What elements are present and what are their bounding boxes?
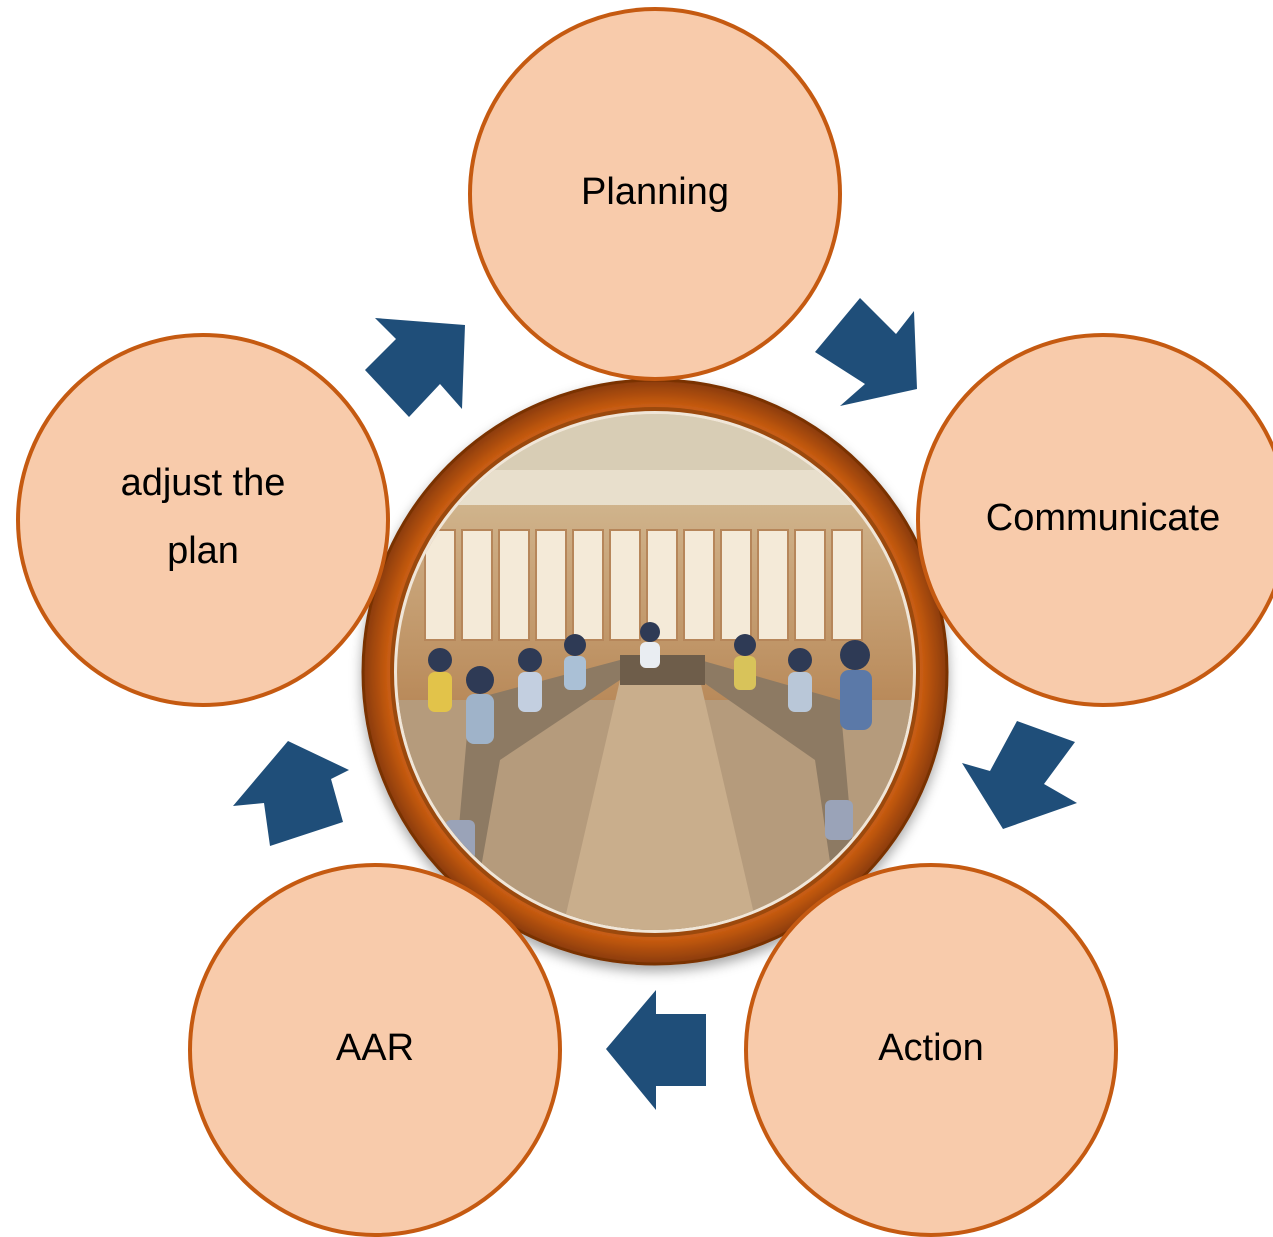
node-adjust-the-plan: adjust the plan [16, 333, 390, 707]
arrow-aar-to-adjust [233, 741, 349, 846]
node-planning: Planning [468, 7, 842, 381]
node-action-label: Action [878, 1027, 984, 1069]
node-communicate: Communicate [916, 333, 1273, 707]
node-adjust-label-line2: plan [167, 530, 239, 572]
node-communicate-label: Communicate [986, 497, 1220, 539]
node-adjust-label-line1: adjust the [121, 462, 286, 504]
node-action: Action [744, 863, 1118, 1237]
arrow-planning-to-communicate [815, 298, 917, 406]
node-aar: AAR [188, 863, 562, 1237]
node-aar-label: AAR [336, 1027, 414, 1069]
node-planning-label: Planning [581, 171, 729, 213]
arrow-communicate-to-action [962, 721, 1077, 829]
arrow-adjust-to-planning [365, 318, 465, 417]
arrow-action-to-aar [606, 990, 706, 1110]
